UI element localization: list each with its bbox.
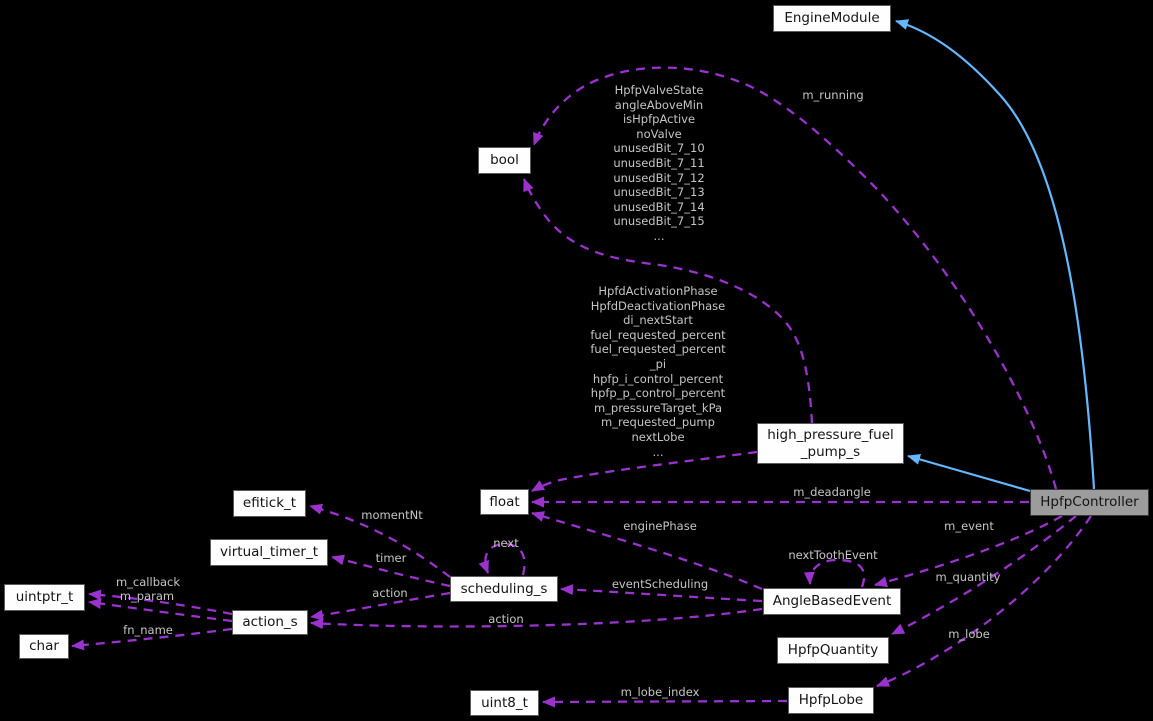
edge-label-timer: timer: [375, 551, 407, 565]
edge-label-m-event: m_event: [944, 519, 994, 533]
edge-label-m-param: m_param: [119, 589, 175, 603]
edge-m-lobe: [876, 515, 1092, 688]
node-hpfplobe[interactable]: HpfpLobe: [788, 687, 874, 714]
node-action-s[interactable]: action_s: [232, 610, 308, 635]
edge-label-eventscheduling: eventScheduling: [611, 577, 709, 591]
node-uintptr-t[interactable]: uintptr_t: [4, 584, 85, 611]
edge-label-fn-name: fn_name: [123, 623, 173, 637]
edge-pump-members: [531, 450, 758, 492]
edge-nexttoothevent-self-loop: [803, 558, 866, 588]
edge-m-running: [532, 66, 1058, 490]
edge-label-momentnt: momentNt: [361, 508, 423, 522]
node-anglebasedevent[interactable]: AngleBasedEvent: [763, 588, 901, 615]
edge-label-m-deadangle: m_deadangle: [793, 485, 871, 499]
edge-m-event: [874, 514, 1063, 588]
node-float[interactable]: float: [480, 489, 529, 515]
edge-next-self-loop: [478, 542, 526, 576]
edge-inherit-enginemodule: [895, 19, 1096, 490]
edge-enginephase: [531, 511, 763, 591]
edge-label-m-lobe-index: m_lobe_index: [620, 685, 700, 699]
node-scheduling-s[interactable]: scheduling_s: [450, 576, 558, 602]
edge-inherit-high-pressure-fuel-pump-s: [907, 454, 1031, 493]
edge-label-enginephase: enginePhase: [623, 519, 697, 533]
edge-label-m-callback: m_callback: [115, 575, 181, 589]
edge-action-from-scheduling: [310, 591, 451, 621]
node-hpfpquantity[interactable]: HpfpQuantity: [777, 637, 889, 664]
node-virtual-timer-t[interactable]: virtual_timer_t: [210, 539, 328, 566]
node-hpfpcontroller: HpfpController: [1030, 489, 1149, 516]
edge-m-quantity: [891, 515, 1077, 636]
node-bool[interactable]: bool: [478, 147, 531, 174]
edge-bool-members: [522, 178, 814, 424]
edge-fn-name: [71, 627, 233, 651]
node-efitick-t[interactable]: efitick_t: [233, 490, 306, 517]
edge-label-bool-members: HpfpValveState angleAboveMin isHpfpActiv…: [613, 83, 705, 243]
edge-m-lobe-index: [542, 696, 788, 708]
edge-label-nexttoothevent: nextToothEvent: [788, 548, 878, 562]
edge-action-from-event: [310, 607, 763, 630]
edge-label-pump-members: HpfdActivationPhase HpfdDeactivationPhas…: [590, 284, 726, 459]
edge-m-callback: [88, 589, 233, 616]
edge-label-action-from-scheduling: action: [372, 586, 408, 600]
node-char[interactable]: char: [19, 634, 69, 659]
node-enginemodule[interactable]: EngineModule: [773, 5, 891, 32]
edge-label-next: next: [493, 536, 519, 550]
node-high-pressure-fuel-pump-s[interactable]: high_pressure_fuel _pump_s: [757, 423, 904, 464]
edge-label-m-quantity: m_quantity: [935, 570, 1001, 584]
edge-momentnt: [309, 503, 451, 578]
edge-eventscheduling: [560, 584, 763, 603]
edge-label-m-lobe: m_lobe: [948, 627, 990, 641]
edge-m-param: [88, 598, 233, 623]
node-uint8-t[interactable]: uint8_t: [470, 690, 539, 716]
edge-label-m-running: m_running: [802, 88, 864, 102]
edge-label-action-from-event: action: [488, 612, 524, 626]
